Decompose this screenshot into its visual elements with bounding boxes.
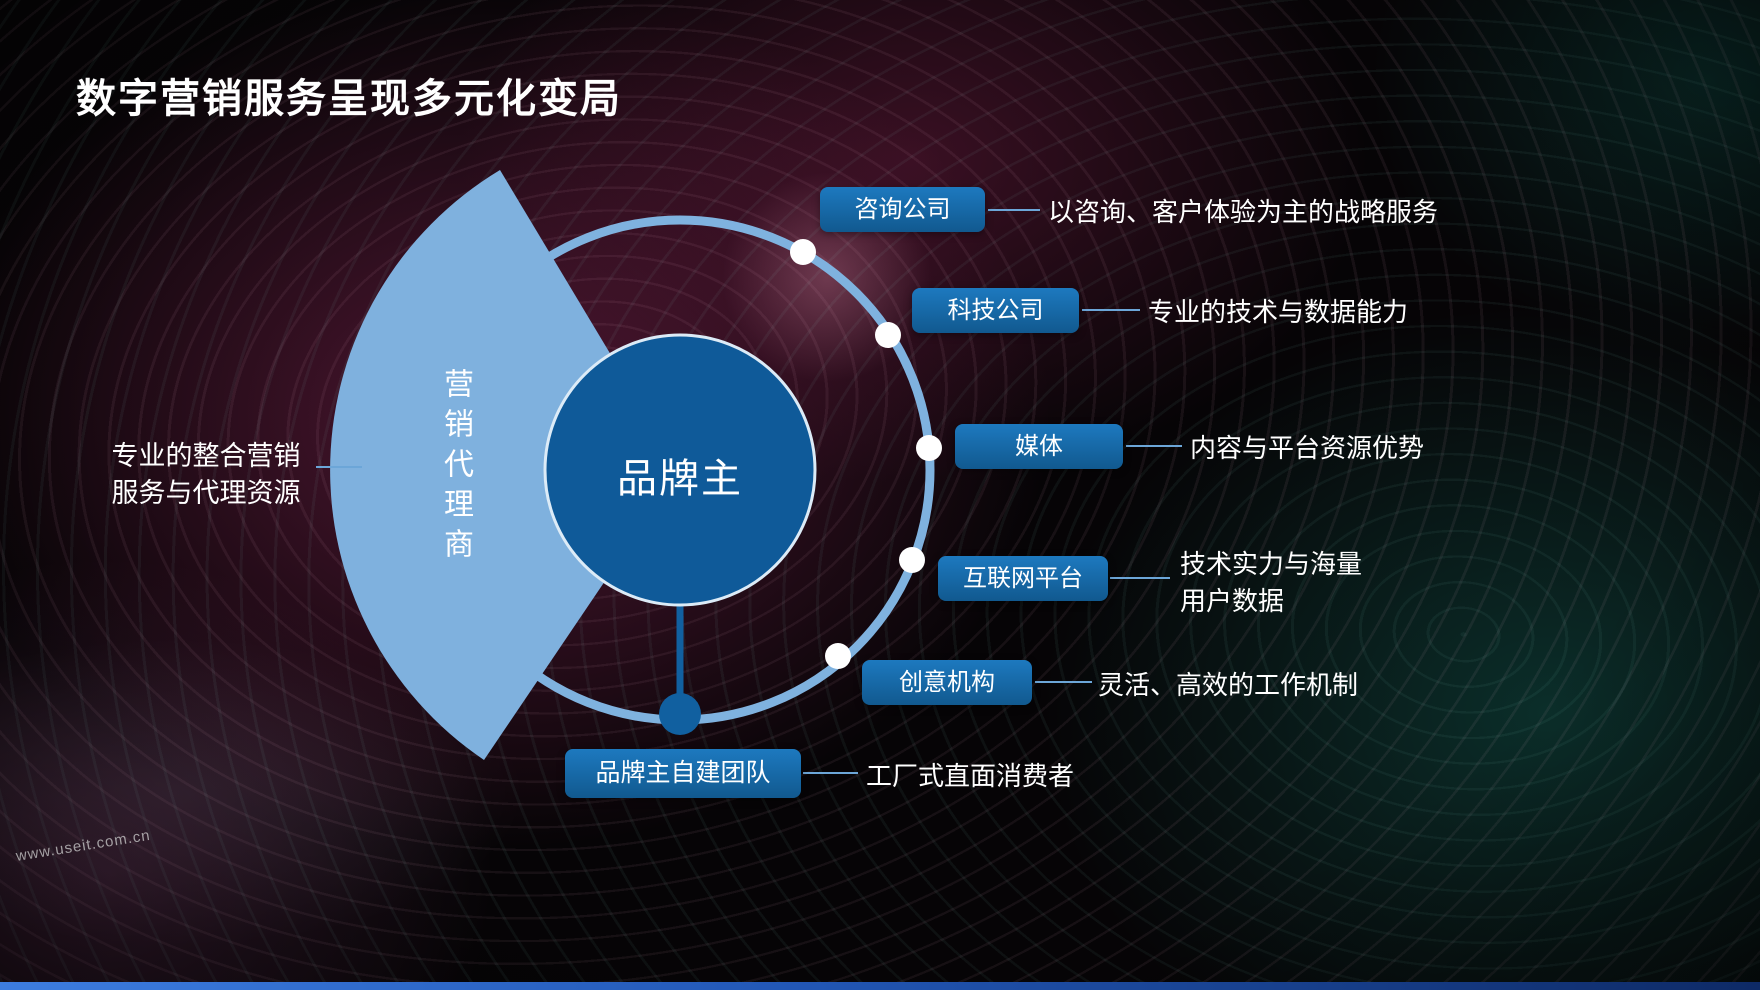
node-dot-internet bbox=[899, 547, 925, 573]
node-dot-tech bbox=[875, 322, 901, 348]
marketing-agency-fan bbox=[330, 170, 680, 760]
center-label-brand-owner: 品牌主 bbox=[617, 457, 743, 501]
item-desc-selfteam: 工厂式直面消费者 bbox=[866, 761, 1075, 791]
bottom-accent-bar bbox=[0, 982, 1760, 990]
item-label-internet: 互联网平台 bbox=[938, 556, 1108, 601]
item-desc-internet: 技术实力与海量 用户数据 bbox=[1180, 549, 1363, 616]
item-desc-creative: 灵活、高效的工作机制 bbox=[1098, 670, 1359, 700]
item-label-selfteam: 品牌主自建团队 bbox=[565, 749, 801, 798]
item-label-tech: 科技公司 bbox=[912, 288, 1079, 333]
item-label-consulting: 咨询公司 bbox=[820, 187, 985, 232]
agency-annotation: 专业的整合营销 服务与代理资源 bbox=[111, 441, 301, 508]
item-label-media: 媒体 bbox=[955, 424, 1123, 469]
item-desc-media: 内容与平台资源优势 bbox=[1190, 433, 1425, 463]
fan-label-marketing-agency: 营销代理商 bbox=[439, 368, 472, 568]
item-desc-consulting: 以咨询、客户体验为主的战略服务 bbox=[1048, 197, 1439, 227]
item-desc-tech: 专业的技术与数据能力 bbox=[1148, 297, 1409, 327]
bottom-node bbox=[659, 693, 701, 735]
node-dot-creative bbox=[825, 643, 851, 669]
brand-owner-circle bbox=[543, 333, 817, 607]
item-label-creative: 创意机构 bbox=[862, 660, 1032, 705]
node-dot-media bbox=[916, 435, 942, 461]
node-dot-consulting bbox=[790, 239, 816, 265]
slide-title: 数字营销服务呈现多元化变局 bbox=[76, 77, 622, 121]
